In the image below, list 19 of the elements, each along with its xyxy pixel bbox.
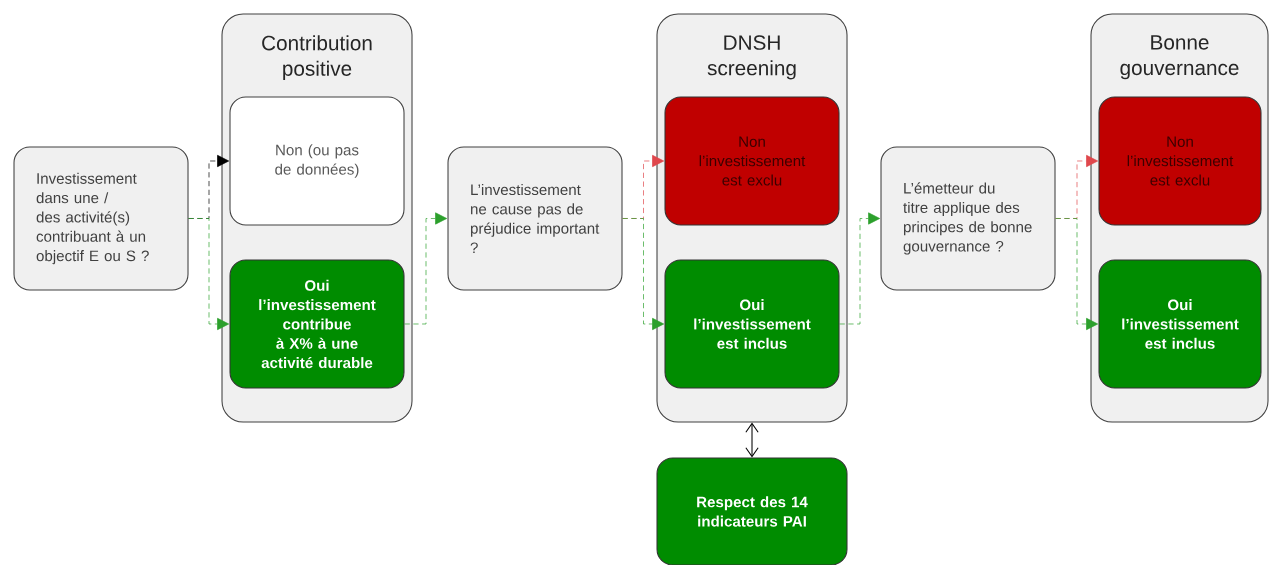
arrow bbox=[188, 218, 230, 330]
arrow bbox=[622, 218, 665, 330]
panel-title: Contribution positive bbox=[262, 35, 372, 80]
arrow bbox=[745, 422, 759, 458]
answer-box: Oui l’investissement est inclus bbox=[664, 259, 840, 389]
panel-title: Bonne gouvernance bbox=[1120, 35, 1239, 80]
arrow bbox=[1055, 218, 1099, 330]
question-box: L’investissement ne cause pas de préjudice important ? bbox=[447, 146, 623, 291]
arrow bbox=[404, 212, 448, 325]
answer-box: Non l’investissement est exclu bbox=[664, 96, 840, 226]
answer-box: Respect des 14 indicateurs PAI bbox=[656, 457, 848, 565]
question-box: Investissement dans une / des activité(s) contribuant à un objectif E ou S ? bbox=[13, 146, 189, 291]
answer-box: Oui l’investissement est inclus bbox=[1098, 259, 1262, 389]
answer-box: Oui l’investissement contribue à X% à une activité durable bbox=[229, 259, 405, 389]
panel-title: DNSH screening bbox=[707, 35, 796, 80]
arrow bbox=[839, 212, 881, 325]
answer-box: Non (ou pas de données) bbox=[229, 96, 405, 226]
answer-box: Non l’investissement est exclu bbox=[1098, 96, 1262, 226]
question-box: L’émetteur du titre applique des principes de bonne gouvernance ? bbox=[880, 146, 1056, 291]
